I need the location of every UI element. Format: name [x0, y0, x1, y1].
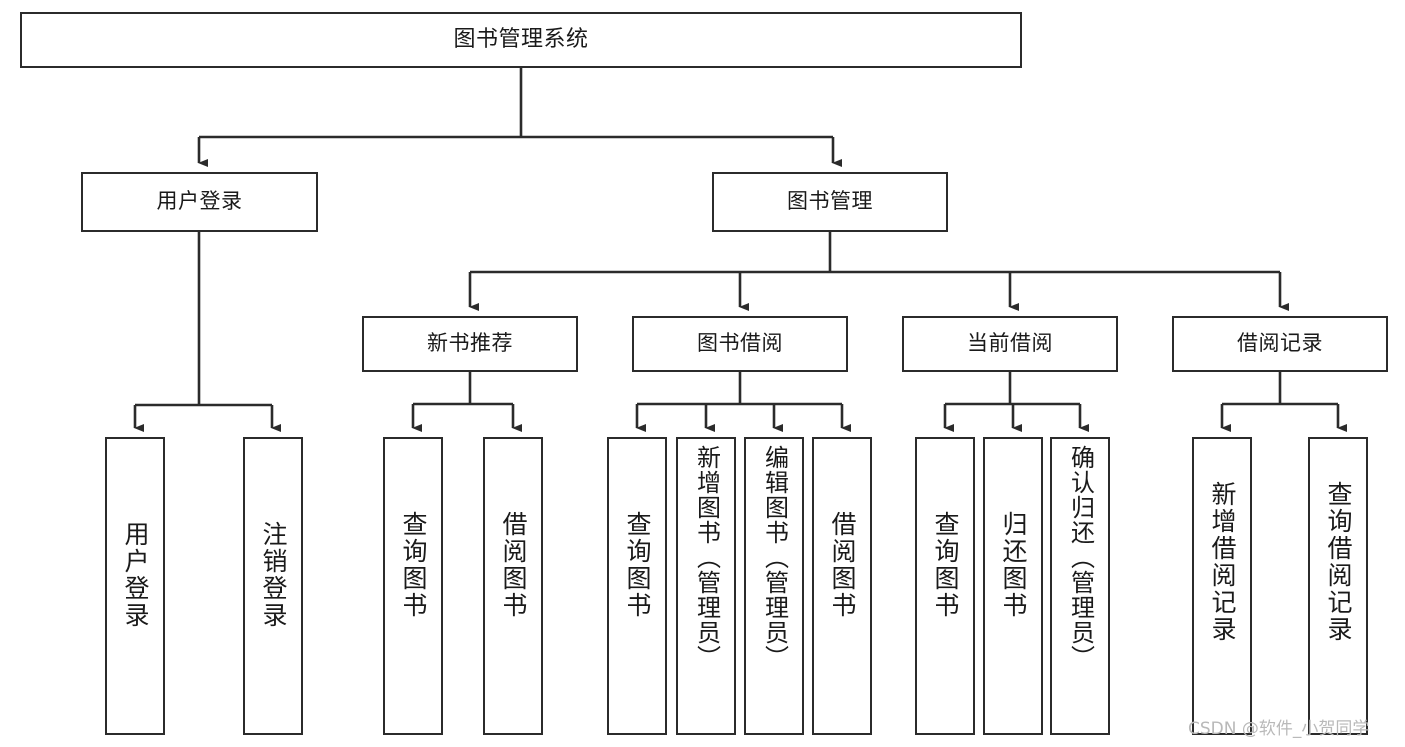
node-label: 注销登录 [259, 521, 288, 629]
leaf-query-books-current[interactable]: 查询图书 [915, 437, 975, 735]
leaf-confirm-return-admin[interactable]: 确认归还（管理员） [1050, 437, 1110, 735]
node-label: 图书管理 [787, 189, 873, 214]
node-label: 借阅记录 [1237, 331, 1323, 356]
node-borrow-records[interactable]: 借阅记录 [1172, 316, 1388, 372]
node-label: 查询借阅记录 [1324, 481, 1353, 643]
node-label: 用户登录 [121, 521, 150, 629]
node-label: 新增借阅记录 [1208, 481, 1237, 643]
node-label: 新增图书（管理员） [692, 445, 721, 670]
leaf-return-books[interactable]: 归还图书 [983, 437, 1043, 735]
node-label: 查询图书 [931, 511, 960, 619]
leaf-logout[interactable]: 注销登录 [243, 437, 303, 735]
node-label: 确认归还（管理员） [1066, 445, 1095, 670]
node-new-book-recommendation[interactable]: 新书推荐 [362, 316, 578, 372]
node-label: 图书管理系统 [453, 26, 589, 52]
node-label: 编辑图书（管理员） [760, 445, 789, 670]
csdn-watermark: CSDN @软件_小贺同学 [1188, 719, 1370, 739]
node-label: 图书借阅 [697, 331, 783, 356]
node-user-login[interactable]: 用户登录 [81, 172, 318, 232]
leaf-query-borrow-record[interactable]: 查询借阅记录 [1308, 437, 1368, 735]
leaf-query-books-borrow[interactable]: 查询图书 [607, 437, 667, 735]
node-label: 查询图书 [623, 511, 652, 619]
node-label: 当前借阅 [967, 331, 1053, 356]
leaf-query-books-recommend[interactable]: 查询图书 [383, 437, 443, 735]
node-label: 借阅图书 [499, 511, 528, 619]
node-label: 用户登录 [156, 189, 243, 214]
node-label: 新书推荐 [427, 331, 513, 356]
node-root-library-management-system[interactable]: 图书管理系统 [20, 12, 1022, 68]
node-label: 归还图书 [999, 511, 1028, 619]
node-book-borrowing[interactable]: 图书借阅 [632, 316, 848, 372]
leaf-add-book-admin[interactable]: 新增图书（管理员） [676, 437, 736, 735]
leaf-add-borrow-record[interactable]: 新增借阅记录 [1192, 437, 1252, 735]
node-book-management[interactable]: 图书管理 [712, 172, 948, 232]
leaf-edit-book-admin[interactable]: 编辑图书（管理员） [744, 437, 804, 735]
leaf-borrow-books[interactable]: 借阅图书 [812, 437, 872, 735]
node-label: 借阅图书 [828, 511, 857, 619]
node-current-borrowing[interactable]: 当前借阅 [902, 316, 1118, 372]
leaf-borrow-books-recommend[interactable]: 借阅图书 [483, 437, 543, 735]
node-label: 查询图书 [399, 511, 428, 619]
leaf-user-login[interactable]: 用户登录 [105, 437, 165, 735]
